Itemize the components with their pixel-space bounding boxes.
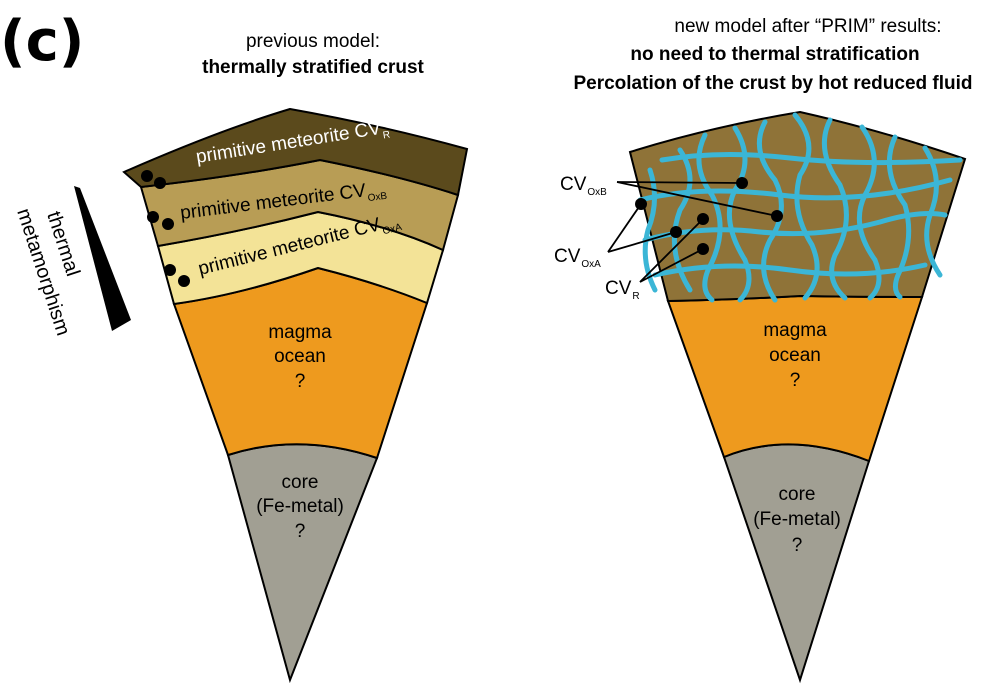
right-magma-text-2: ocean [769,345,821,366]
sample-dot [147,211,159,223]
left-core-text-3: ? [295,521,306,542]
sample-dot [141,170,153,182]
right-heading-line1: new model after “PRIM” results: [674,16,941,37]
right-heading-line3: Percolation of the crust by hot reduced … [573,73,972,94]
left-heading-line2: thermally stratified crust [202,57,424,78]
left-core-text-2: (Fe-metal) [256,496,344,517]
sample-dot [154,177,166,189]
right-label-cvoxa: CVOxA [554,246,601,270]
right-label-cvoxb: CVOxB [560,174,607,198]
right-core-text-1: core [779,484,816,505]
fluid-veins [637,112,963,303]
sample-dot [178,275,190,287]
right-label-cvr: CVR [605,278,640,302]
right-magma-text-3: ? [790,370,801,391]
right-core-layer [722,443,871,684]
left-heading-line1: previous model: [246,31,380,52]
sample-dot [162,218,174,230]
sample-dot [164,264,176,276]
right-wedge: CVOxB CVOxA CVR magma ocean ? core (Fe-m… [554,110,967,684]
left-magma-text-3: ? [295,371,306,392]
left-wedge: primitive meteorite CVR primitive meteor… [122,107,469,684]
right-core-text-2: (Fe-metal) [753,509,841,530]
panel-label: (c) [0,9,84,74]
left-magma-text-2: ocean [274,346,326,367]
right-heading-line2: no need to thermal stratification [630,44,919,65]
right-magma-text-1: magma [763,320,827,341]
thermal-gradient-wedge [74,186,131,331]
leader-lines [607,181,778,283]
left-cvr-layer [122,107,469,197]
left-core-text-1: core [282,472,319,493]
left-magma-text-1: magma [268,322,332,343]
right-core-text-3: ? [792,535,803,556]
